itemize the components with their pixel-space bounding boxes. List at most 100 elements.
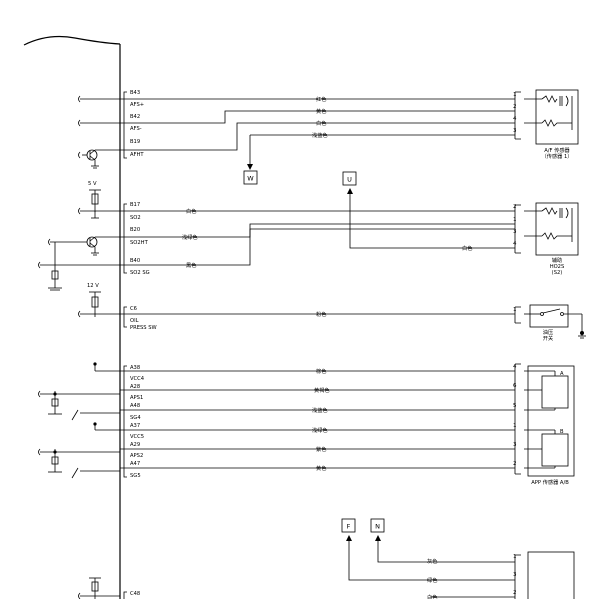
app-pin-number: 1 xyxy=(513,423,517,429)
wire-color-label: 绿色 xyxy=(427,576,437,584)
bottom-pin-number: 3 xyxy=(513,572,517,578)
wire-color-label: 浅蓝色 xyxy=(312,131,328,139)
oil-switch-label: 油压 xyxy=(543,328,553,336)
ecm-internal-circuits: 5 V 12 V xyxy=(38,95,120,599)
pin-b19: B19 xyxy=(130,139,140,145)
ecu-connector-brackets xyxy=(123,91,127,599)
ho2s-pin-number: 2 xyxy=(513,204,517,210)
app-sensor-a-label: A xyxy=(560,371,564,377)
wire-color-label: 黄色 xyxy=(316,107,326,115)
app-sensor-caption: APP 传感器 A/B xyxy=(531,478,569,486)
bottom-circuit-wires: 灰色 绿色 白色 xyxy=(346,535,515,599)
af-sensor-wires: 红色 黄色 白色 浅蓝色 xyxy=(120,95,515,170)
wire-color-label: 粉色 xyxy=(316,310,326,318)
oil-switch-label: 开关 xyxy=(543,334,553,342)
pin-sg4: SG4 xyxy=(130,415,141,421)
pin-a47: A47 xyxy=(130,461,140,467)
wire-color-label: 白色 xyxy=(186,207,196,215)
wire-color-label: 浅绿色 xyxy=(312,426,328,434)
pin-b40: B40 xyxy=(130,258,140,264)
pin-a48: A48 xyxy=(130,403,140,409)
afht-transistor-icon xyxy=(78,149,120,169)
wire-color-label: 白色 xyxy=(427,593,437,599)
pin-a29: A29 xyxy=(130,442,140,448)
bottom-component xyxy=(527,551,575,599)
pin-so2: SO2 xyxy=(130,215,141,221)
oil-pin-number: 1 xyxy=(513,307,517,313)
pin-press-sw: PRESS SW xyxy=(130,325,157,331)
ref-box-n xyxy=(370,518,385,533)
pin-afs-plus: AFS+ xyxy=(130,102,144,108)
pin-vcc4: VCC4 xyxy=(130,376,145,382)
app-sensor-wires: 棕色 黄褐色 浅蓝色 浅绿色 紫色 黄色 xyxy=(120,367,515,472)
pin-b20: B20 xyxy=(130,227,140,233)
ref-box-w xyxy=(243,170,258,185)
app-pin-number: 2 xyxy=(513,461,517,467)
oil-pressure-switch: 油压 开关 xyxy=(524,304,586,342)
pin-aps2: APS2 xyxy=(130,453,143,459)
af-pin-number: 2 xyxy=(513,104,517,110)
heater-element-icon xyxy=(541,95,569,107)
ref-box-f-label: F xyxy=(347,523,351,531)
wire-color-label: 灰色 xyxy=(427,557,437,565)
pin-c48: C48 xyxy=(130,591,140,597)
pin-so2ht: SO2HT xyxy=(130,240,149,246)
ho2s-pin-number: 3 xyxy=(513,229,517,235)
pin-a37: A37 xyxy=(130,423,140,429)
bottom-pin-number: 2 xyxy=(513,590,517,596)
ho2s-label: HO2S xyxy=(550,264,565,270)
pin-sg5: SG5 xyxy=(130,473,141,479)
app-pin-number: 4 xyxy=(513,364,517,370)
bottom-pin-number: 1 xyxy=(513,554,517,560)
ho2s-pin-number: 1 xyxy=(513,217,517,223)
pin-vcc5: VCC5 xyxy=(130,434,144,440)
ho2s-label: 辅助 xyxy=(552,256,562,264)
pin-b17: B17 xyxy=(130,202,140,208)
oil-press-wire: 粉色 xyxy=(120,310,515,318)
wire-color-label: 黄色 xyxy=(316,464,326,472)
wire-color-label: 白色 xyxy=(462,244,472,252)
af-pin-number: 4 xyxy=(513,116,517,122)
ref-box-u-label: U xyxy=(347,176,352,184)
af-pin-number: 3 xyxy=(513,128,517,134)
resistor-icon xyxy=(541,232,572,240)
pin-b43: B43 xyxy=(130,90,140,96)
pin-afht: AFHT xyxy=(130,152,144,158)
pin-c6: C6 xyxy=(130,306,137,312)
af-sensor-label: （传感器 1） xyxy=(542,152,573,160)
pin-a38: A38 xyxy=(130,365,140,371)
resistor-icon xyxy=(541,119,572,127)
wire-color-label: 白色 xyxy=(316,119,326,127)
app-sensor-b-label: B xyxy=(560,429,564,435)
wire-color-label: 红色 xyxy=(316,95,326,103)
ecm-outline xyxy=(23,35,121,599)
pin-afs-minus: AFS- xyxy=(130,126,142,132)
ecu-pin-labels: B43 AFS+ B42 AFS- B19 AFHT B17 SO2 B20 S… xyxy=(130,90,157,597)
ref-box-f xyxy=(341,518,356,533)
component-connectors xyxy=(514,91,521,599)
ref-box-w-label: W xyxy=(247,175,254,183)
wire-color-label: 黑色 xyxy=(186,261,196,269)
app-pin-number: 6 xyxy=(513,383,517,389)
pin-oil: OIL xyxy=(130,318,139,324)
app-pin-number: 5 xyxy=(513,403,517,409)
wire-color-label: 紫色 xyxy=(316,445,326,453)
wire-color-label: 浅蓝色 xyxy=(312,406,328,414)
pin-so2sg: SO2 SG xyxy=(130,270,150,276)
af-pin-number: 1 xyxy=(513,92,517,98)
ho2s-label: (S2) xyxy=(552,270,563,276)
wire-color-label: 黄褐色 xyxy=(314,386,330,394)
af-sensor-label: A/F 传感器 xyxy=(544,146,570,154)
ref-box-u xyxy=(342,171,357,186)
af-sensor: A/F 传感器 （传感器 1） xyxy=(524,89,579,160)
reference-boxes: W U F N xyxy=(243,170,385,533)
wire-color-label: 浅绿色 xyxy=(182,233,198,241)
app-pin-number: 3 xyxy=(513,442,517,448)
heater-element-icon xyxy=(541,207,569,219)
ho2s-wires: 白色 浅绿色 黑色 白色 xyxy=(120,188,515,269)
ref-box-n-label: N xyxy=(375,523,380,531)
wire-color-label: 棕色 xyxy=(316,367,326,375)
ho2s-pin-number: 4 xyxy=(513,241,517,247)
pin-b42: B42 xyxy=(130,114,140,120)
